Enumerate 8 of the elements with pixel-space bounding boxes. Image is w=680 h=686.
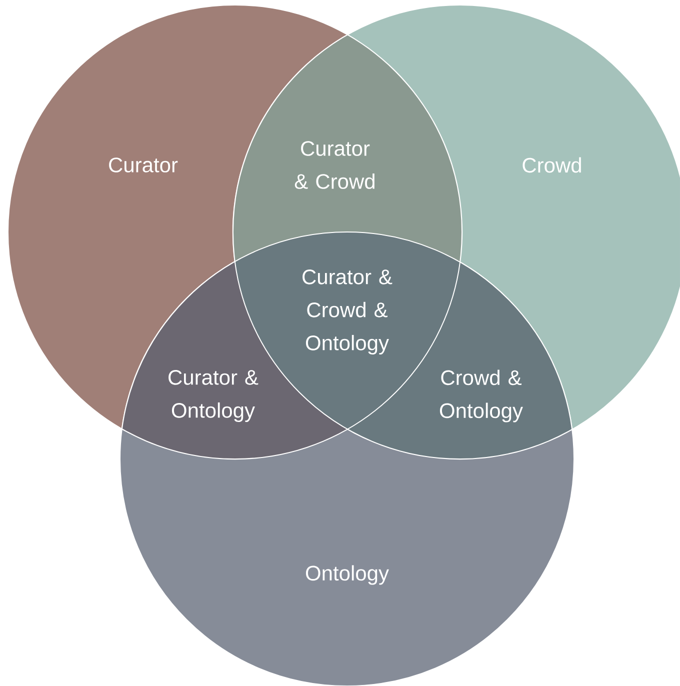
venn-circle — [120, 232, 574, 686]
circle-label: Crowd — [522, 157, 581, 173]
circle-label: Curator — [109, 158, 178, 172]
circle-label: Ontology — [306, 565, 389, 585]
overlap-label: Crowd & Ontology — [440, 370, 523, 422]
overlap-label: Curator & Ontology — [168, 370, 258, 422]
overlap-label: Curator & Crowd — [294, 141, 374, 189]
overlap-label: Curator & Crowd & Ontology — [302, 269, 392, 354]
